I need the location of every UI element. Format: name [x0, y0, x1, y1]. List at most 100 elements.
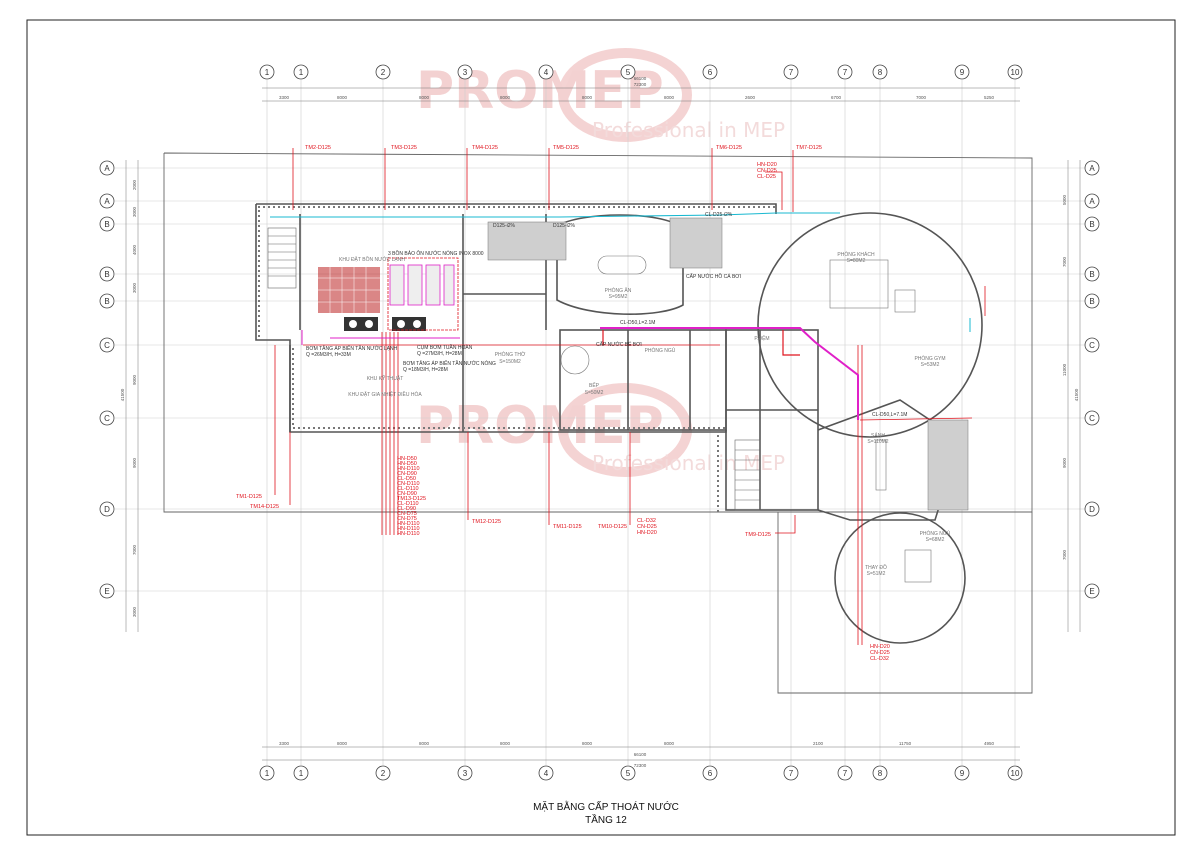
col-label-bottom-1: 1 — [299, 769, 304, 778]
col-label-bottom-0: 1 — [265, 769, 270, 778]
stack-tr-1: CN-D25 — [757, 168, 777, 174]
note-water-heater: 3 BỒN BẢO ÔN NƯỚC NÓNG INOX 8000 — [388, 250, 484, 257]
row-label-left-6: C — [104, 414, 110, 423]
row-label-left-4: B — [104, 297, 109, 306]
stack-bm-2: HN-D20 — [637, 530, 657, 536]
room-name-6: PHÒNG KHÁCH — [837, 251, 875, 258]
room-area-5: S=50M2 — [585, 390, 604, 396]
dim-bottom-total: 72300 — [634, 763, 647, 768]
col-label-bottom-10: 9 — [960, 769, 965, 778]
col-label-top-5: 5 — [626, 68, 631, 77]
riser-top-2: TM4-D125 — [472, 145, 498, 151]
column-bubbles — [259, 64, 1023, 781]
room-area-7: S=53M2 — [921, 362, 940, 368]
riser-stack-left: HN-D50 HN-D50 HN-D110 CN-D90 CL-D50 CN-D… — [397, 456, 426, 537]
riser-bottom-2: TM10-D125 — [598, 524, 627, 530]
room-name-8: PHÒNG NGỦ — [920, 530, 951, 537]
col-label-top-3: 3 — [463, 68, 468, 77]
stack-left-5: CN-D110 — [397, 481, 420, 487]
col-label-bottom-9: 8 — [878, 769, 883, 778]
room-name-11: SẢNH — [871, 432, 885, 439]
dim-right-total: 41500 — [1074, 388, 1079, 401]
room-name-0: KHU ĐẶT BỒN NƯỚC LẠNH — [339, 256, 405, 263]
row-label-right-7: D — [1089, 505, 1095, 514]
note-booster2: BƠM TĂNG ÁP BIẾN TẦN NƯỚC NÓNG — [403, 360, 496, 367]
room-area-4: S=150M2 — [499, 359, 521, 365]
dim-top-seg-4: 8000 — [582, 95, 593, 100]
dimension-lines — [125, 87, 1081, 761]
riser-top-4: TM6-D125 — [716, 145, 742, 151]
col-label-top-1: 1 — [299, 68, 304, 77]
col-label-bottom-2: 2 — [381, 769, 386, 778]
dim-right-seg-2: 11000 — [1062, 363, 1067, 376]
dim-top-seg-8: 7000 — [916, 95, 927, 100]
dim-right-seg-1: 7000 — [1062, 256, 1067, 267]
col-label-top-8: 7 — [843, 68, 848, 77]
row-labels: A A B B B C C D E A A B B B C C D E — [104, 164, 1095, 596]
row-label-right-8: E — [1089, 587, 1094, 596]
row-label-right-5: C — [1089, 341, 1095, 350]
stack-tr-0: HN-D20 — [757, 162, 777, 168]
hot-water-tank — [389, 264, 405, 306]
room-labels: KHU ĐẶT BỒN NƯỚC LẠNH KHU ĐẶT GIA NHIỆT … — [339, 251, 951, 577]
dim-top-seg-2: 8000 — [419, 95, 430, 100]
stack-bm-0: CL-D32 — [637, 518, 656, 524]
dim-top-seg-1: 8000 — [337, 95, 348, 100]
row-bubbles — [99, 160, 1100, 599]
col-label-top-6: 6 — [708, 68, 713, 77]
riser-right-0: TM9-D125 — [745, 532, 771, 538]
note-pipe1: CL-D50,L=2.1M — [620, 320, 655, 326]
column-labels: 1 1 2 3 4 5 6 7 7 8 9 10 1 1 2 3 4 5 6 7… — [265, 68, 1020, 778]
col-label-bottom-8: 7 — [843, 769, 848, 778]
room-name-4: PHÒNG THỜ — [495, 351, 526, 358]
stack-tr-2: CL-D25 — [757, 174, 776, 180]
watermark-tagline: Professional in MEP — [592, 118, 785, 142]
stack-left-10: CL-D90 — [397, 506, 416, 512]
room-area-3: S=95M2 — [609, 294, 628, 300]
dim-left-seg-6: 7000 — [132, 544, 137, 555]
note-booster1: BƠM TĂNG ÁP BIẾN TẦN NƯỚC LẠNH — [306, 345, 398, 352]
note-hot-pump: CỤM BƠM TUẦN HOÀN — [417, 344, 473, 351]
dim-right-seg-0: 5000 — [1062, 194, 1067, 205]
row-label-right-3: B — [1089, 270, 1094, 279]
stack-left-3: CN-D90 — [397, 471, 417, 477]
room-area-8: S=68M2 — [926, 537, 945, 543]
dim-left-total: 41500 — [120, 388, 125, 401]
riser-top-3: TM5-D125 — [553, 145, 579, 151]
row-label-left-8: E — [104, 587, 109, 596]
dim-right-seg-3: 9000 — [1062, 457, 1067, 468]
facade-hatch — [258, 206, 776, 512]
row-label-left-3: B — [104, 270, 109, 279]
hatched-areas — [487, 217, 969, 511]
riser-labels: TM2-D125 TM3-D125 TM4-D125 TM5-D125 TM6-… — [236, 145, 822, 538]
dim-top-seg-0: 3300 — [279, 95, 290, 100]
riser-top-0: TM2-D125 — [305, 145, 331, 151]
row-label-left-0: A — [104, 164, 110, 173]
dim-top-total: 72300 — [634, 82, 647, 87]
dim-top-seg-6: 2600 — [745, 95, 756, 100]
dim-bot-seg-8: 4950 — [984, 741, 995, 746]
room-name-9: THAY ĐỒ — [865, 564, 887, 571]
stack-left-15: HN-D110 — [397, 531, 420, 537]
row-label-left-7: D — [104, 505, 110, 514]
dim-top-seg-7: 6700 — [831, 95, 842, 100]
stack-left-0: HN-D50 — [397, 456, 417, 462]
plant-equipment — [318, 264, 455, 331]
dim-right-seg-4: 7000 — [1062, 549, 1067, 560]
watermark-tagline-2: Professional in MEP — [592, 451, 785, 475]
stack-br-2: CL-D32 — [870, 656, 889, 662]
dim-bot-seg-4: 8000 — [582, 741, 593, 746]
sheet-border — [26, 19, 1176, 836]
watermark-brand-2: PROMEP — [416, 396, 664, 456]
stack-br-0: HN-D20 — [870, 644, 890, 650]
room-name-5: BẾP — [589, 382, 600, 389]
equipment-annotations: 3 BỒN BẢO ÔN NƯỚC NÓNG INOX 8000 CỤM BƠM… — [306, 212, 907, 418]
riser-bottom-0: TM12-D125 — [472, 519, 501, 525]
col-label-top-9: 8 — [878, 68, 883, 77]
col-label-top-7: 7 — [789, 68, 794, 77]
dim-bot-seg-6: 2100 — [813, 741, 824, 746]
note-slope2: D125-i2% — [553, 223, 576, 229]
col-label-top-10: 9 — [960, 68, 965, 77]
dim-left-seg-3: 3000 — [132, 282, 137, 293]
hot-water-tank — [425, 264, 441, 306]
